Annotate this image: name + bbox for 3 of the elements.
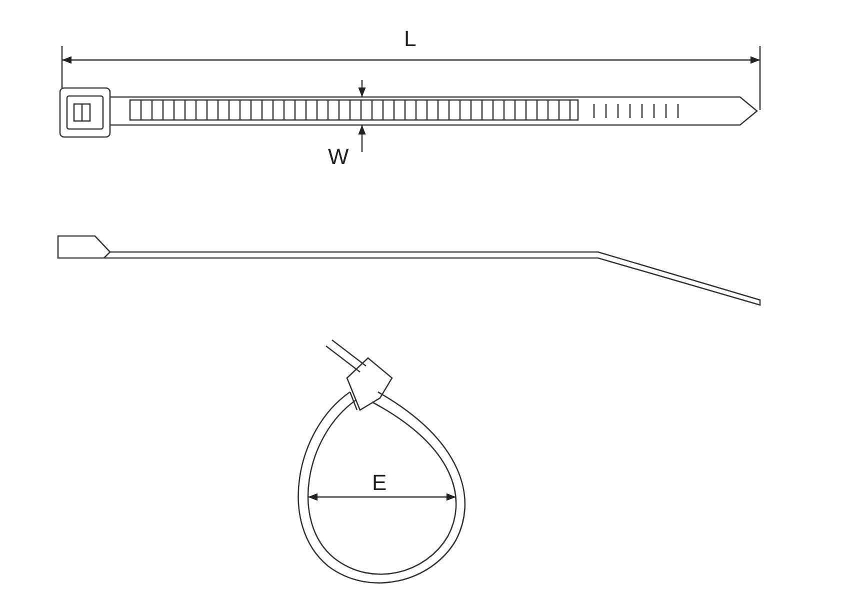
dimension-label: L — [404, 28, 416, 50]
dimension-label: W — [328, 146, 349, 168]
dimension-label: E — [372, 472, 387, 494]
